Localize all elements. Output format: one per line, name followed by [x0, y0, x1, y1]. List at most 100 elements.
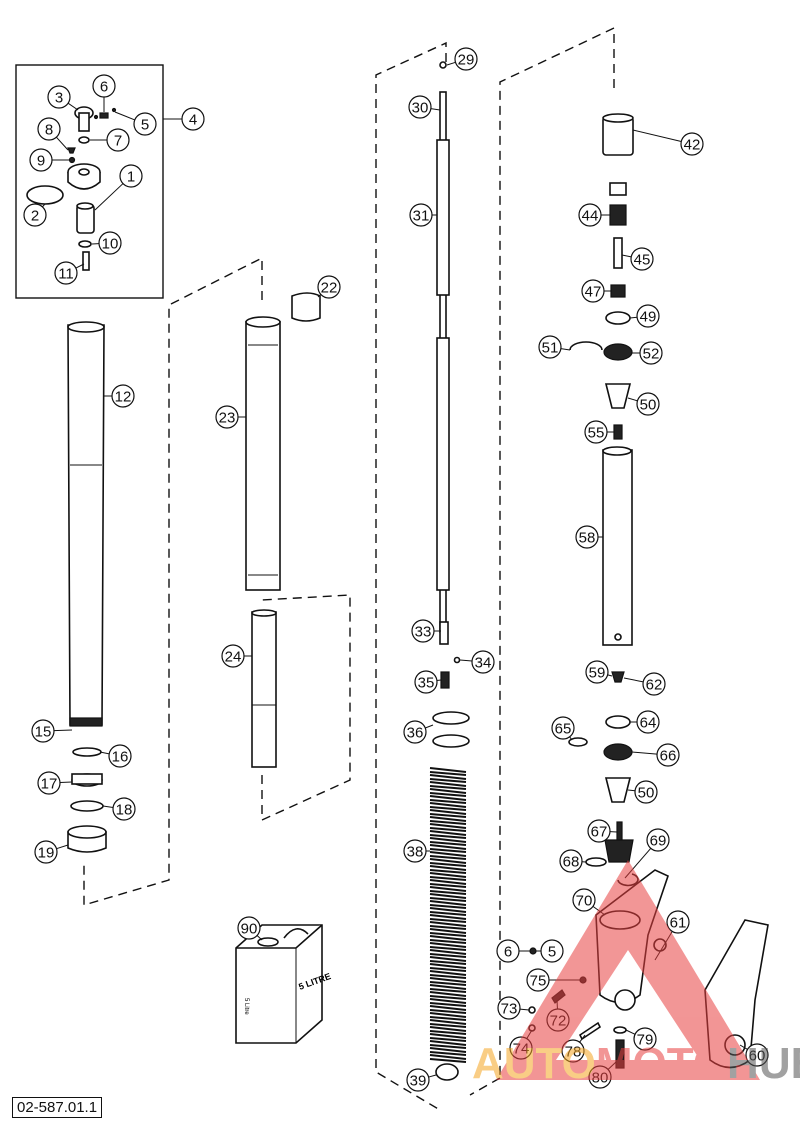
spring-coil	[429, 865, 467, 874]
callout-12: 12	[111, 384, 135, 408]
callout-16: 16	[108, 744, 132, 768]
inner-tube-parts	[245, 292, 321, 768]
callout-49: 49	[636, 304, 660, 328]
callout-78: 78	[561, 1039, 585, 1063]
callout-circle	[636, 710, 660, 734]
callout-circle	[37, 771, 61, 795]
callout-circle	[47, 85, 71, 109]
callout-circle	[98, 231, 122, 255]
spring-coil	[429, 977, 467, 986]
callout-58: 58	[575, 525, 599, 549]
leader-line	[425, 724, 434, 729]
callout-number: 6	[100, 79, 108, 96]
callout-circle	[496, 939, 520, 963]
spring-coil	[429, 970, 467, 979]
callout-29: 29	[454, 47, 478, 71]
callout-circle	[181, 107, 205, 131]
callout-circle	[108, 744, 132, 768]
callouts: 1234567891011121516171819222324293031333…	[23, 47, 769, 1092]
callout-circle	[578, 203, 602, 227]
callout-number: 64	[640, 715, 657, 732]
callout-55: 55	[584, 420, 608, 444]
callout-number: 15	[35, 724, 52, 741]
leader-line	[428, 1074, 437, 1078]
spring-coil	[429, 935, 467, 944]
callout-70: 70	[572, 888, 596, 912]
callout-59: 59	[585, 660, 609, 684]
spring-coil	[429, 837, 467, 846]
callout-circle	[666, 910, 690, 934]
callout-circle	[408, 95, 432, 119]
callout-number: 62	[646, 677, 663, 694]
oil-can-side-label: 5 Litre	[243, 998, 249, 1015]
callout-number: 58	[579, 530, 596, 547]
callout-number: 90	[241, 921, 258, 938]
callout-36: 36	[403, 720, 427, 744]
spring-coil	[429, 795, 467, 804]
spring-coil	[429, 1026, 467, 1035]
leader-lines	[42, 61, 748, 1078]
callout-circle	[581, 279, 605, 303]
callout-number: 19	[38, 845, 55, 862]
callout-number: 12	[115, 389, 132, 406]
callout-number: 49	[640, 309, 657, 326]
callout-circle	[585, 660, 609, 684]
fork-spring	[429, 767, 467, 1063]
leader-line	[42, 203, 46, 208]
leader-line	[631, 751, 658, 755]
callout-circle	[34, 840, 58, 864]
leader-line	[114, 111, 135, 121]
callout-15: 15	[31, 719, 55, 743]
callout-39: 39	[406, 1068, 430, 1092]
spring-coil	[429, 1012, 467, 1021]
callout-circle	[119, 164, 143, 188]
callout-79: 79	[633, 1027, 657, 1051]
callout-circle	[409, 203, 433, 227]
callout-number: 29	[458, 52, 475, 69]
callout-69: 69	[646, 828, 670, 852]
leader-line	[560, 348, 571, 351]
spring-coil	[429, 998, 467, 1007]
spring-coil	[429, 844, 467, 853]
callout-number: 69	[650, 833, 667, 850]
callout-35: 35	[414, 670, 438, 694]
callout-circle	[317, 275, 341, 299]
callout-number: 79	[637, 1032, 654, 1049]
leader-line	[459, 659, 473, 662]
callout-number: 50	[638, 785, 655, 802]
callout-circle	[633, 1027, 657, 1051]
leader-line	[632, 129, 682, 142]
callout-42: 42	[680, 132, 704, 156]
callout-number: 1	[127, 169, 135, 186]
callout-number: 38	[407, 844, 424, 861]
callout-number: 75	[530, 973, 547, 990]
callout-75: 75	[526, 968, 550, 992]
spring-coil	[429, 781, 467, 790]
callout-number: 61	[670, 915, 687, 932]
callout-6: 6	[496, 939, 520, 963]
callout-number: 30	[412, 100, 429, 117]
spring-coil	[429, 1054, 467, 1063]
callout-circle	[411, 619, 435, 643]
callout-number: 7	[114, 133, 122, 150]
spring-coil	[429, 809, 467, 818]
leader-line	[627, 397, 638, 402]
spring-coil	[429, 942, 467, 951]
callout-number: 44	[582, 208, 599, 225]
callout-circle	[237, 916, 261, 940]
leader-line	[67, 102, 79, 111]
leader-line	[56, 844, 69, 850]
oil-can: 5 LITRE 5 Litre	[235, 924, 332, 1044]
callout-23: 23	[215, 405, 239, 429]
spring-coil	[429, 907, 467, 916]
callout-2: 2	[23, 203, 47, 227]
spring-coil	[429, 879, 467, 888]
callout-circle	[526, 968, 550, 992]
callout-31: 31	[409, 203, 433, 227]
spring-coil	[429, 774, 467, 783]
spring-coil	[429, 991, 467, 1000]
callout-68: 68	[559, 849, 583, 873]
callout-number: 52	[643, 346, 660, 363]
callout-number: 51	[542, 340, 559, 357]
callout-number: 5	[141, 117, 149, 134]
